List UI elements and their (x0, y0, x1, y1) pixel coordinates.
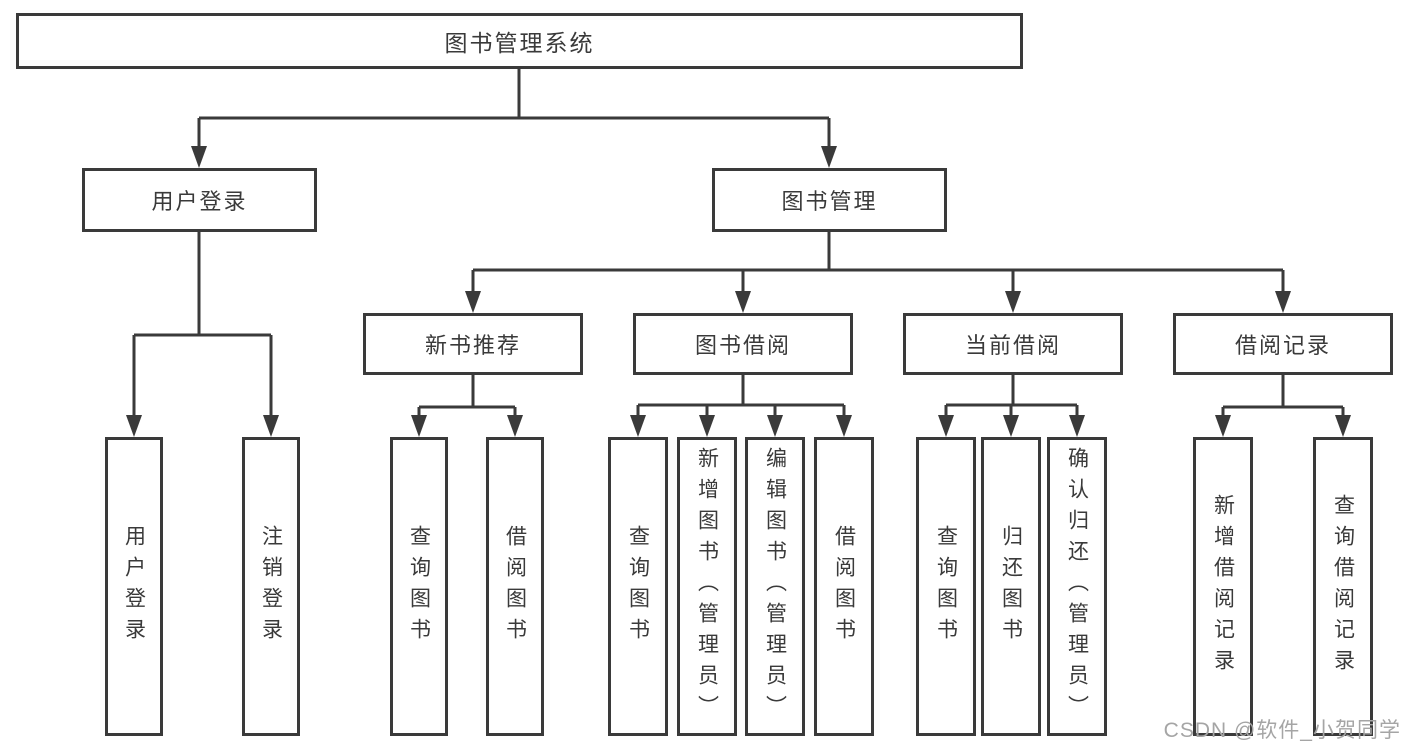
leaf-newbook-query-books: 查询图书 (390, 437, 448, 736)
node-new-book-recommend: 新书推荐 (363, 313, 583, 375)
node-borrow-records: 借阅记录 (1173, 313, 1393, 375)
csdn-watermark: CSDN @软件_小贺同学 (1163, 719, 1401, 742)
leaf-borrow-edit-books-admin: 编辑图书（管理员） (745, 437, 805, 736)
leaf-current-confirm-return-admin: 确认归还（管理员） (1047, 437, 1107, 736)
leaf-borrow-query-books: 查询图书 (608, 437, 668, 736)
node-root-system: 图书管理系统 (16, 13, 1023, 69)
leaf-borrow-borrow-books: 借阅图书 (814, 437, 874, 736)
leaf-records-query-record: 查询借阅记录 (1313, 437, 1373, 736)
leaf-current-query-books: 查询图书 (916, 437, 976, 736)
node-current-borrow: 当前借阅 (903, 313, 1123, 375)
connector-segments (132, 69, 1345, 417)
leaf-records-add-record: 新增借阅记录 (1193, 437, 1253, 736)
leaf-logout: 注销登录 (242, 437, 300, 736)
arrowheads (126, 146, 1351, 437)
leaf-current-return-books: 归还图书 (981, 437, 1041, 736)
node-user-login: 用户登录 (82, 168, 317, 232)
leaf-newbook-borrow-books: 借阅图书 (486, 437, 544, 736)
node-book-management: 图书管理 (712, 168, 947, 232)
leaf-borrow-add-books-admin: 新增图书（管理员） (677, 437, 737, 736)
leaf-user-login: 用户登录 (105, 437, 163, 736)
node-book-borrow: 图书借阅 (633, 313, 853, 375)
